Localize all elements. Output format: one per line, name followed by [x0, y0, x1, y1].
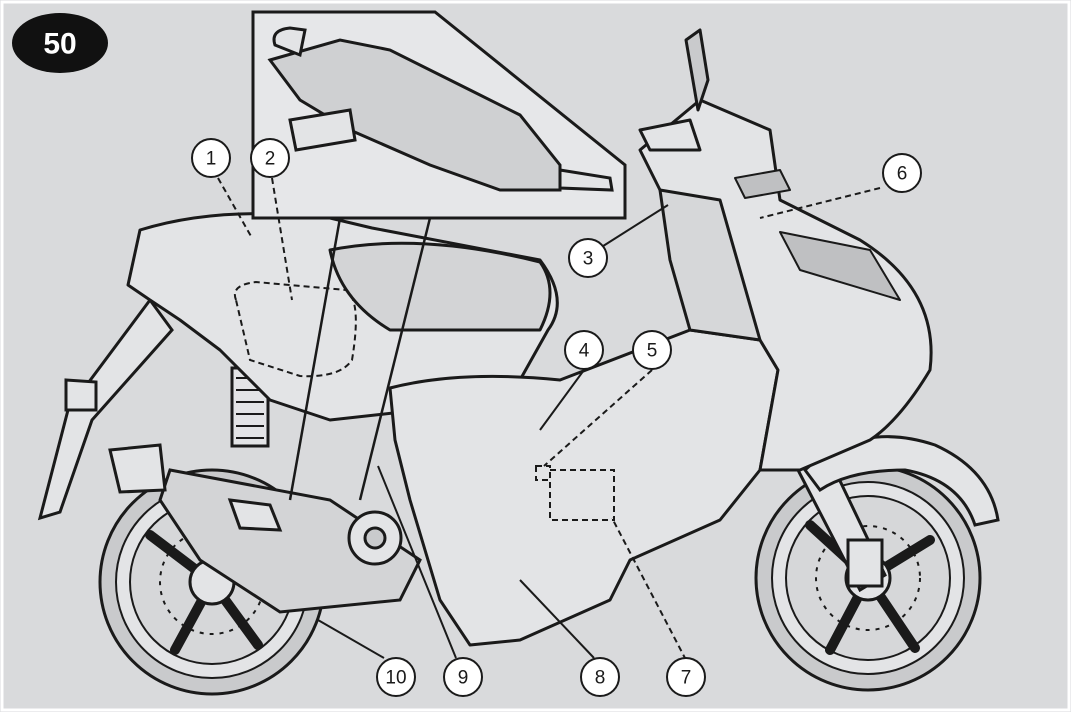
- callout-5: 5: [632, 330, 672, 370]
- callout-6: 6: [882, 153, 922, 193]
- leader-lines: [217, 177, 881, 661]
- callout-2: 2: [250, 138, 290, 178]
- callout-7: 7: [666, 657, 706, 697]
- highlight-box-frame-number: [535, 465, 615, 521]
- callout-10: 10: [376, 657, 416, 697]
- svg-text:2: 2: [265, 149, 276, 170]
- engine-exhaust: [108, 443, 422, 614]
- svg-text:10: 10: [385, 668, 406, 689]
- svg-text:7: 7: [681, 668, 692, 689]
- svg-text:4: 4: [579, 341, 590, 362]
- callout-4: 4: [564, 330, 604, 370]
- inset-detail-panel: [251, 10, 627, 501]
- callout-3: 3: [568, 238, 608, 278]
- svg-text:8: 8: [595, 668, 606, 689]
- svg-text:3: 3: [583, 249, 594, 270]
- figure-number: 50: [43, 28, 76, 61]
- scooter-body: [126, 28, 933, 647]
- callout-9: 9: [443, 657, 483, 697]
- svg-text:1: 1: [206, 149, 217, 170]
- inset-muffler: [267, 26, 614, 192]
- svg-text:5: 5: [647, 341, 658, 362]
- highlight-box-battery: [234, 280, 357, 378]
- front-fork: [795, 435, 1000, 593]
- callout-1: 1: [191, 138, 231, 178]
- svg-text:6: 6: [897, 164, 908, 185]
- rear-mudguard: [37, 297, 174, 521]
- svg-text:9: 9: [458, 668, 469, 689]
- figure-number-badge: 50: [12, 13, 108, 73]
- callout-8: 8: [580, 657, 620, 697]
